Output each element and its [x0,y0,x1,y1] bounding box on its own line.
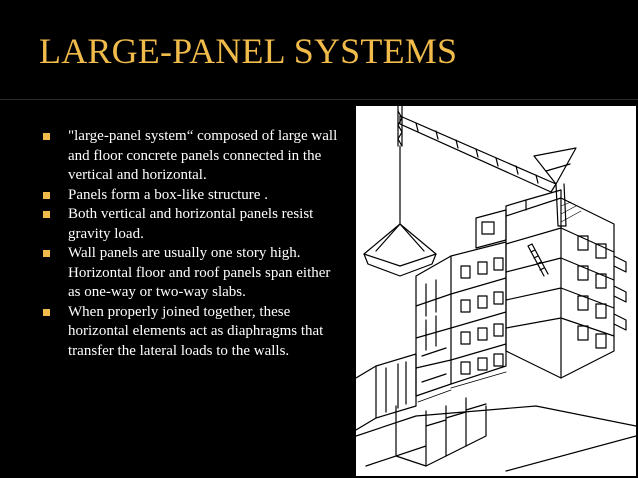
building-illustration [356,106,636,476]
bullet-item: Wall panels are usually one story high. … [40,244,345,303]
slide-title: LARGE-PANEL SYSTEMS [39,31,458,71]
crane [363,106,577,277]
bullet-list: "large-panel system“ composed of large w… [40,127,345,361]
bullet-text: Both vertical and horizontal panels resi… [68,206,314,242]
bullet-text: "large-panel system“ composed of large w… [68,128,338,183]
square-bullet-icon [43,250,50,257]
square-bullet-icon [43,133,50,140]
bullet-text: Wall panels are usually one story high. … [68,245,331,300]
square-bullet-icon [43,308,50,316]
title-band: LARGE-PANEL SYSTEMS [0,0,638,100]
building [356,189,636,472]
bullet-item: "large-panel system“ composed of large w… [40,127,345,186]
square-bullet-icon [43,211,50,218]
title-divider [0,99,638,100]
large-panel-building-with-crane-illustration [356,106,636,472]
bullet-item: Panels form a box-like structure . [40,186,345,206]
square-bullet-icon [43,191,50,199]
bullet-item: When properly joined together, these hor… [40,303,345,362]
bullet-text: When properly joined together, these hor… [68,303,324,359]
bullet-text: Panels form a box-like structure . [68,186,268,203]
bullet-item: Both vertical and horizontal panels resi… [40,205,345,244]
